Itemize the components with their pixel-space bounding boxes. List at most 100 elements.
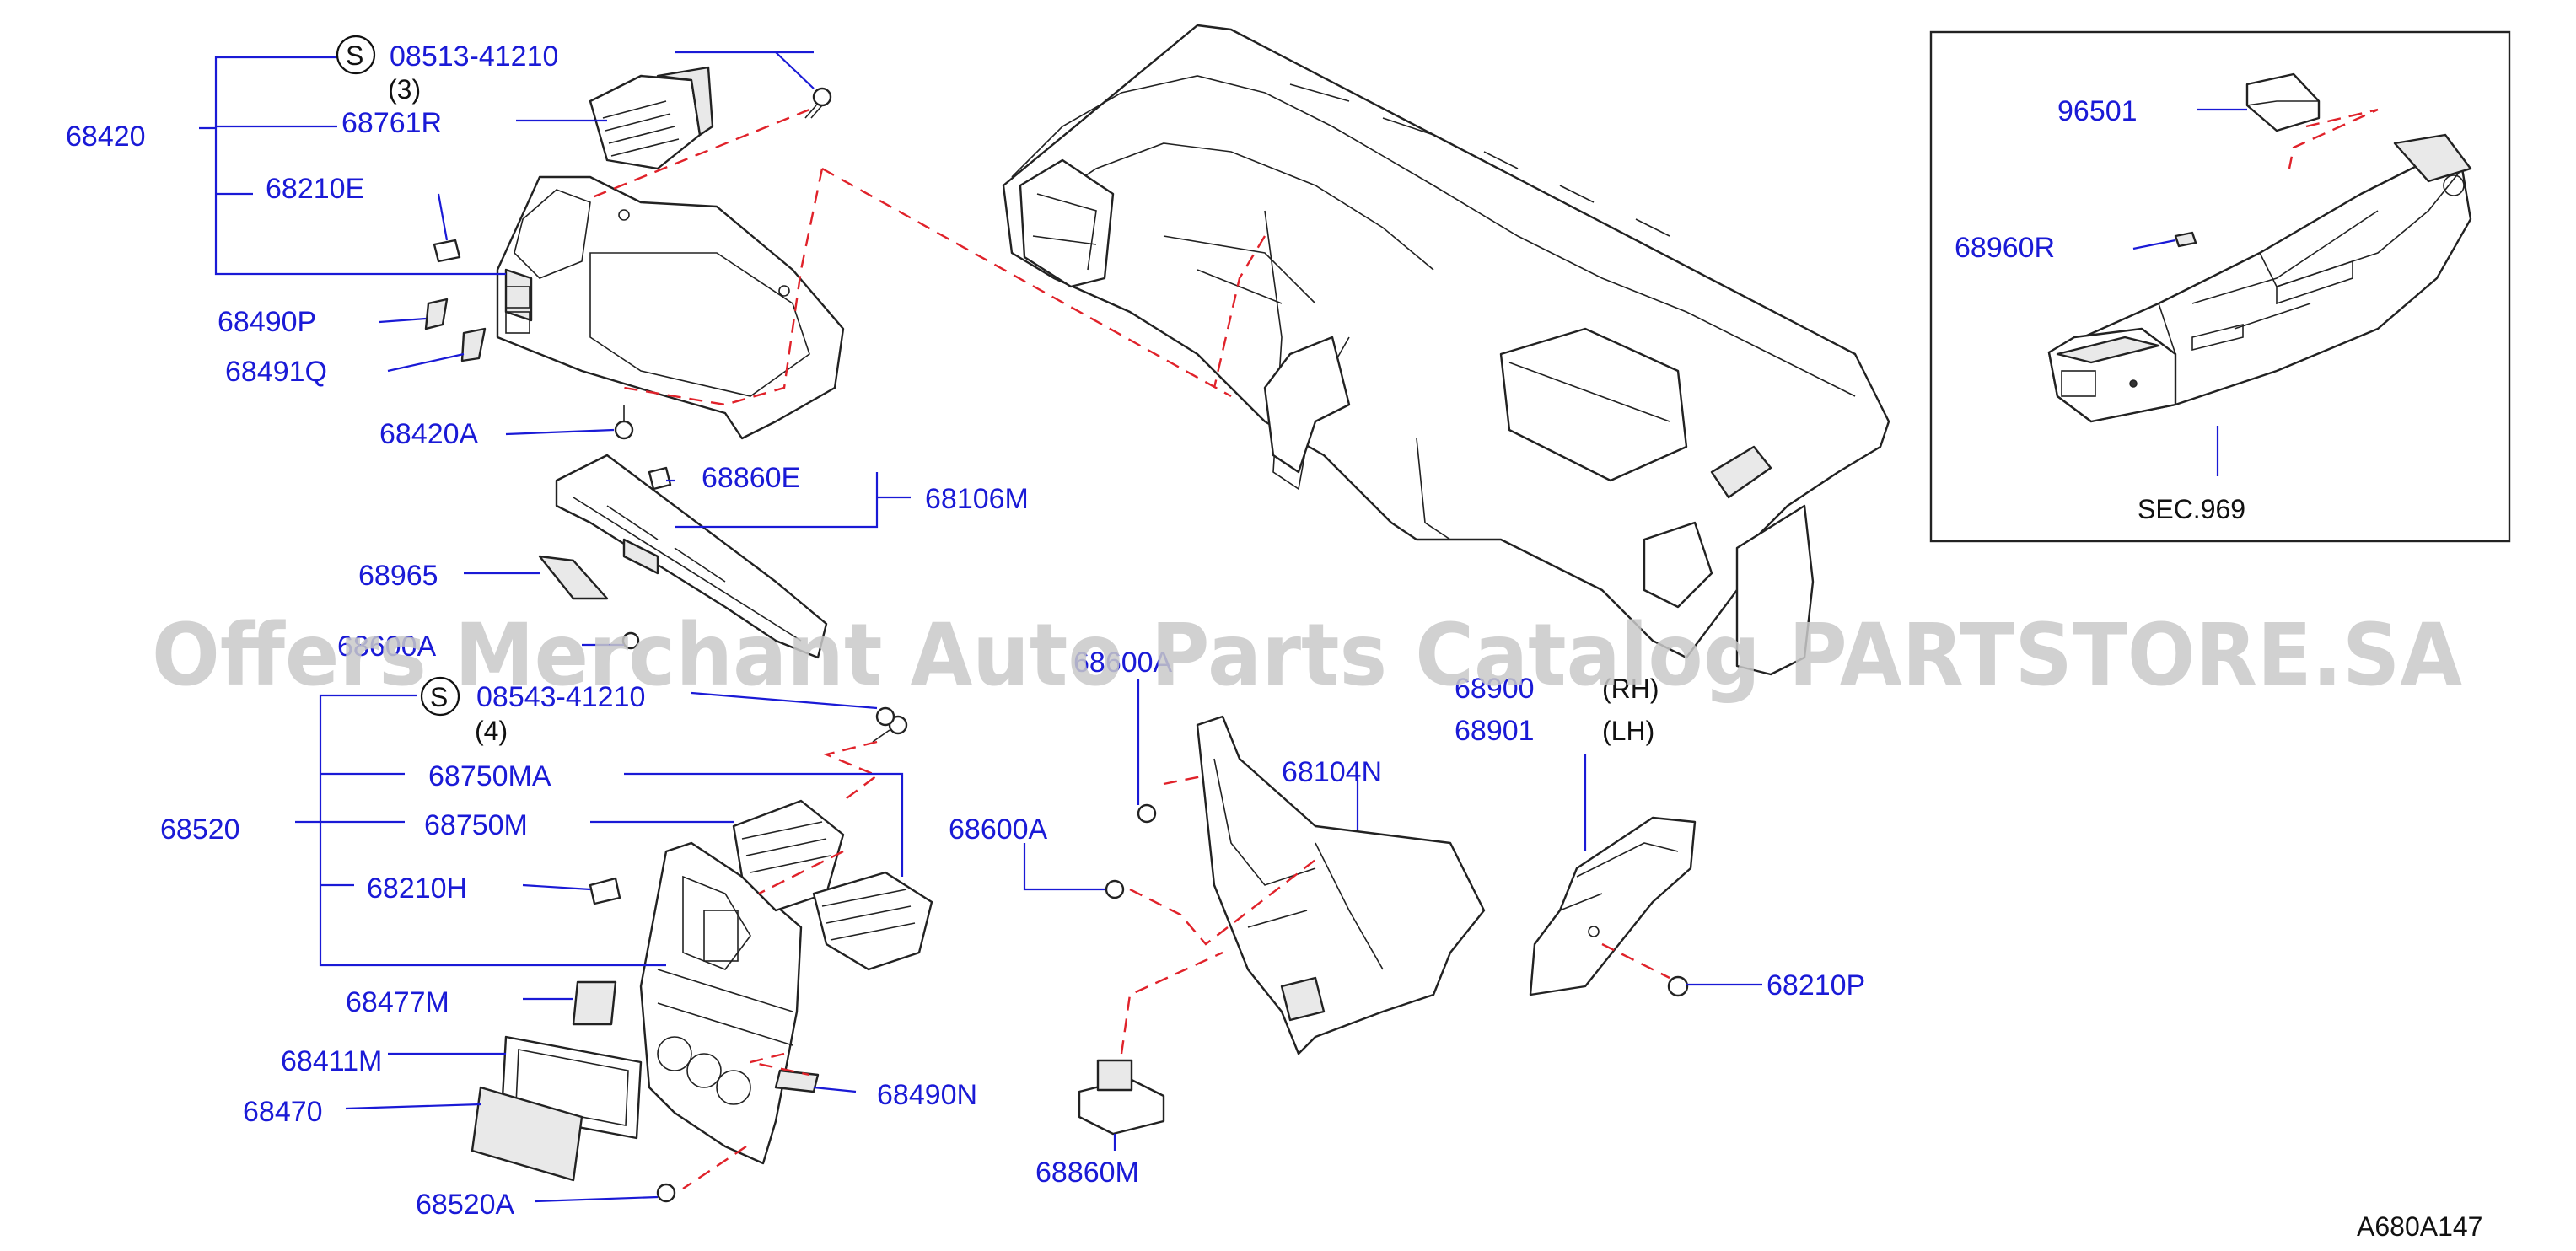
leader-08543 [691, 691, 878, 710]
dash-lines [750, 1052, 810, 1077]
label-68600A-top: 68600A [1073, 647, 1173, 679]
dash-lines [623, 168, 824, 406]
label-lh: (LH) [1602, 716, 1654, 746]
leader-bracket-68520 [319, 694, 666, 967]
screw-icon [656, 1183, 676, 1203]
svg-text:S: S [430, 682, 448, 712]
label-68750MA: 68750MA [428, 760, 551, 792]
label-08513-41210: 08513-41210 [390, 40, 558, 72]
label-68491Q: 68491Q [225, 356, 327, 388]
label-68960R: 68960R [1955, 232, 2055, 264]
label-68761R: 68761R [341, 107, 442, 139]
pad-68477M-icon [572, 980, 617, 1026]
clip-68210E-icon [433, 239, 461, 263]
leader-68600A-mid [1023, 843, 1105, 891]
label-68600A-mid: 68600A [949, 813, 1048, 846]
leader-68750MA [624, 772, 904, 877]
leader-68520A [535, 1195, 659, 1203]
dash-lines [758, 850, 844, 895]
dash-lines [1601, 942, 1670, 980]
leader-68490N [813, 1086, 857, 1093]
label-68210H: 68210H [367, 872, 467, 905]
bracket-68104N-illustration [1196, 715, 1486, 1055]
label-68106M: 68106M [925, 483, 1029, 515]
leader-68106M [675, 472, 911, 529]
dash-lines [823, 740, 879, 802]
label-68490N: 68490N [877, 1079, 977, 1111]
leader-68210E [437, 193, 449, 241]
dash-lines [682, 1146, 747, 1189]
center-bezel-illustration [639, 841, 803, 1165]
dash-lines [821, 167, 1232, 398]
label-rh: (RH) [1602, 674, 1659, 704]
inset-frame [1929, 30, 2511, 543]
screw-icon [875, 706, 895, 727]
mount-68860M-icon [1078, 1059, 1165, 1136]
screw-icon [614, 405, 634, 440]
dash-96501 [2288, 108, 2379, 169]
dash-lines [1163, 774, 1207, 786]
part-68965-icon [538, 555, 609, 600]
label-68520A: 68520A [416, 1189, 515, 1221]
screw-icon [1137, 803, 1157, 824]
label-68470: 68470 [243, 1096, 323, 1128]
leader-08513-tail [775, 51, 815, 89]
label-96501: 96501 [2057, 95, 2138, 127]
leader-68490P [379, 317, 427, 324]
pad-68490N-icon [774, 1069, 820, 1093]
part-68960R-illustration [2174, 231, 2197, 248]
label-68210E: 68210E [266, 173, 364, 205]
leader-bracket-68420 [214, 56, 506, 276]
cluster-lid-illustration [496, 175, 845, 440]
label-68490P: 68490P [218, 306, 316, 338]
label-68860M: 68860M [1035, 1157, 1139, 1189]
vent-68750MA-illustration [812, 871, 933, 971]
label-68750M: 68750M [424, 809, 528, 841]
screw-icon [804, 87, 832, 119]
label-68420A: 68420A [379, 418, 479, 450]
watermark: Offers Merchant Auto Parts Catalog PARTS… [152, 605, 2462, 706]
label-68210P: 68210P [1767, 969, 1865, 1001]
vent-68761R-illustration [589, 66, 714, 170]
svg-text:S: S [346, 40, 363, 71]
dash-lines [589, 108, 810, 200]
center-console-illustration [2047, 133, 2472, 423]
label-68420: 68420 [66, 121, 146, 153]
dash-lines [1213, 235, 1266, 389]
lower-trim-68106M-illustration [555, 454, 828, 659]
label-68104N: 68104N [1282, 756, 1382, 788]
s-standard-part-symbol: S [420, 676, 460, 717]
label-sec969: SEC.969 [2138, 494, 2245, 524]
label-68900: 68900 [1455, 673, 1535, 705]
label-68965: 68965 [358, 560, 438, 592]
label-68860E: 68860E [702, 462, 800, 494]
label-68477M: 68477M [346, 986, 449, 1018]
label-qty-4: (4) [475, 716, 508, 746]
label-68411M: 68411M [281, 1045, 382, 1077]
s-standard-part-symbol: S [336, 35, 376, 75]
screw-icon [1105, 879, 1125, 899]
pocket-68470-icon [471, 1086, 583, 1182]
screw-icon [621, 631, 640, 650]
pad-68491Q-icon [460, 327, 487, 362]
leader-68210H [522, 883, 591, 891]
label-68520: 68520 [160, 813, 240, 846]
part-96501-illustration [2245, 72, 2321, 132]
leader-68470 [345, 1103, 481, 1110]
clip-68860E-icon [648, 466, 672, 491]
leader-68491Q [387, 352, 465, 373]
dash-lines [1120, 951, 1223, 1055]
leader-68420A [505, 428, 615, 436]
label-68901: 68901 [1455, 715, 1535, 747]
leader-68960R [2132, 239, 2176, 250]
diagram-code: A680A147 [2357, 1211, 2482, 1242]
instrument-panel-illustration [1002, 24, 1890, 676]
side-trim-68900-illustration [1529, 816, 1697, 996]
clip-68210H-icon [589, 877, 621, 905]
dash-lines [1129, 859, 1316, 946]
pad-68490P-icon [424, 298, 449, 330]
label-08543-41210: 08543-41210 [476, 681, 645, 713]
screw-icon [1667, 975, 1689, 997]
label-68600A-left: 68600A [337, 631, 437, 663]
